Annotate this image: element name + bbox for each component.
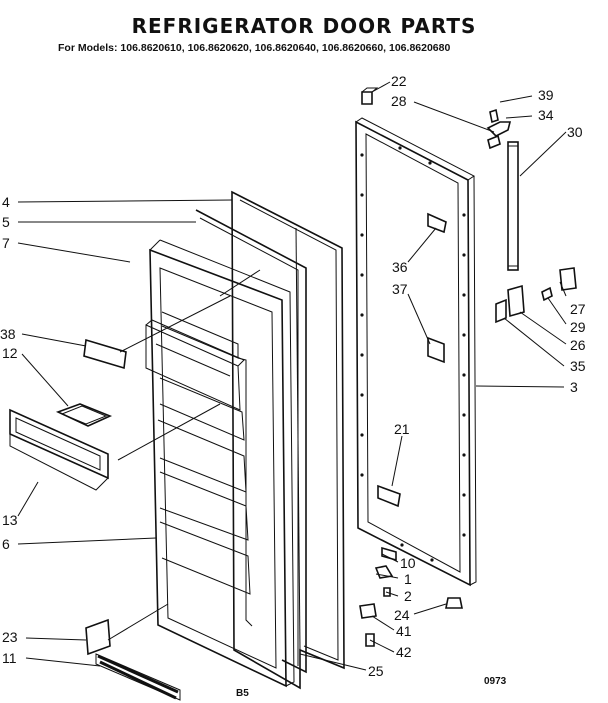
callout-27: 27 <box>570 301 586 317</box>
callout-2: 2 <box>404 588 412 604</box>
bottom-trim-assembly <box>85 618 181 701</box>
callout-41: 41 <box>396 623 412 639</box>
callout-39: 39 <box>538 87 554 103</box>
callout-30: 30 <box>567 124 583 140</box>
callout-23: 23 <box>2 629 18 645</box>
callout-4: 4 <box>2 194 10 210</box>
inner-door-liner <box>145 239 295 688</box>
callout-38: 38 <box>0 326 16 342</box>
model-list: For Models: 106.8620610, 106.8620620, 10… <box>58 42 451 54</box>
callout-36: 36 <box>392 259 408 275</box>
outer-door-panel <box>355 117 477 587</box>
callout-25: 25 <box>368 663 384 679</box>
callout-22: 22 <box>391 73 407 89</box>
door-liner-frame <box>195 209 307 674</box>
upper-hinge-assembly <box>361 87 519 271</box>
callout-29: 29 <box>570 319 586 335</box>
door-gasket <box>231 190 345 690</box>
diagram-code-right: 0973 <box>484 676 507 687</box>
callout-28: 28 <box>391 93 407 109</box>
callout-10: 10 <box>400 555 416 571</box>
callout-11: 11 <box>2 650 17 666</box>
part-13-housing <box>9 408 109 491</box>
callout-21: 21 <box>394 421 410 437</box>
callout-24: 24 <box>394 607 410 623</box>
callout-6: 6 <box>2 536 10 552</box>
callout-5: 5 <box>2 214 10 230</box>
leader-lines <box>17 81 567 671</box>
diagram-title: REFRIGERATOR DOOR PARTS <box>131 14 477 38</box>
callout-7: 7 <box>2 235 10 251</box>
part-38-plate <box>83 338 127 370</box>
callout-37: 37 <box>392 281 408 297</box>
callout-35: 35 <box>570 358 586 374</box>
callout-labels: 22 28 39 34 30 4 5 7 36 37 27 29 26 35 3… <box>0 73 586 699</box>
callout-3: 3 <box>570 379 578 395</box>
callout-12: 12 <box>2 345 18 361</box>
diagram-code-left: B5 <box>236 688 249 699</box>
callout-1: 1 <box>404 571 412 587</box>
part-12-cup <box>55 403 113 427</box>
callout-42: 42 <box>396 644 412 660</box>
callout-13: 13 <box>2 512 18 528</box>
callout-34: 34 <box>538 107 554 123</box>
callout-26: 26 <box>570 337 586 353</box>
